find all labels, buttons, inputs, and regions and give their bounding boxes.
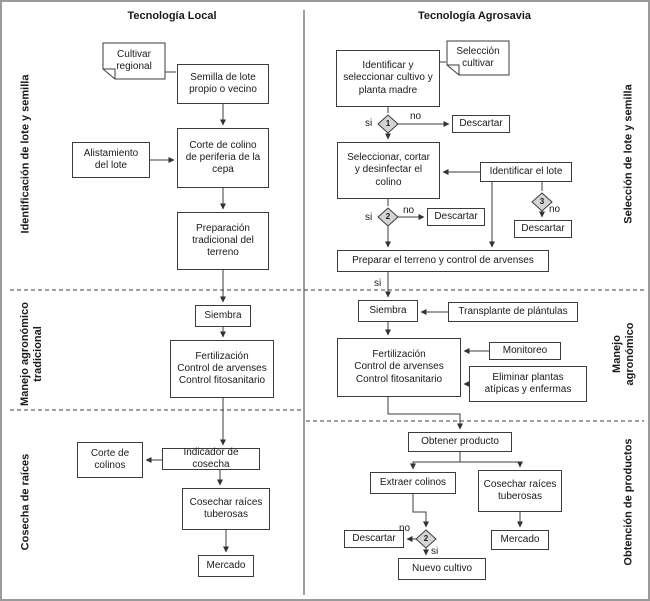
node-mercado-agrosavia: Mercado <box>491 530 549 550</box>
left-stage-label-bottom: Cosecha de raíces <box>19 453 32 551</box>
node-obtener-producto: Obtener producto <box>408 432 512 452</box>
node-alistamiento-lote: Alistamiento del lote <box>72 142 150 178</box>
left-stage-label-middle: Manejo agronómico tradicional <box>18 302 44 406</box>
node-fertilizacion-agrosavia: Fertilización Control de arvenses Contro… <box>337 338 461 397</box>
node-descartar-2: Descartar <box>427 208 485 226</box>
decision-diamond-2 <box>377 207 399 227</box>
node-preparar-terreno: Preparar el terreno y control de arvense… <box>337 250 549 272</box>
node-identificar-lote: Identificar el lote <box>480 162 572 182</box>
decision-number-2: 2 <box>385 212 391 221</box>
document-shape-icon <box>102 42 166 80</box>
node-descartar-1: Descartar <box>452 115 510 133</box>
node-corte-colino: Corte de colino de periferia de la cepa <box>177 128 269 188</box>
node-extraer-colinos: Extraer colinos <box>370 472 456 494</box>
node-descartar-4: Descartar <box>344 530 404 548</box>
doc-seleccion-cultivar-label: Selección cultivar <box>456 45 500 69</box>
left-stage-label-top: Identificación de lote y semilla <box>19 74 32 234</box>
decision-number-4: 2 <box>423 534 429 543</box>
decision-diamond-4 <box>415 529 437 549</box>
document-shape-icon <box>446 40 510 76</box>
node-seleccionar-desinfectar: Seleccionar, cortar y desinfectar el col… <box>337 142 440 199</box>
doc-cultivar-regional-label: Cultivar regional <box>116 48 152 72</box>
branch-label-si-preparar: si <box>374 278 382 289</box>
branch-label-no-3: no <box>549 204 561 215</box>
right-stage-label-middle: Manejo agronómico <box>610 322 636 386</box>
branch-label-no-4: no <box>399 523 411 534</box>
node-preparacion-terreno: Preparación tradicional del terreno <box>177 212 269 270</box>
right-stage-label-top: Selección de lote y semilla <box>622 84 635 224</box>
branch-label-si-1: si <box>365 118 373 129</box>
node-monitoreo: Monitoreo <box>489 342 561 360</box>
right-column-title: Tecnología Agrosavia <box>417 10 532 22</box>
branch-label-si-2: si <box>365 212 373 223</box>
node-cosechar-raices-agrosavia: Cosechar raíces tuberosas <box>478 470 562 512</box>
node-siembra-agrosavia: Siembra <box>358 300 418 322</box>
node-siembra-local: Siembra <box>195 305 251 327</box>
node-nuevo-cultivo: Nuevo cultivo <box>398 558 486 580</box>
decision-diamond-3 <box>531 192 553 212</box>
node-transplante-plantulas: Transplante de plántulas <box>448 302 578 322</box>
node-descartar-3: Descartar <box>514 220 572 238</box>
node-corte-colinos: Corte de colinos <box>77 442 143 478</box>
doc-cultivar-regional: Cultivar regional <box>102 42 166 80</box>
branch-label-no-2: no <box>403 205 415 216</box>
node-identificar-planta-madre: Identificar y seleccionar cultivo y plan… <box>336 50 440 107</box>
right-stage-label-bottom: Obtención de productos <box>622 438 635 566</box>
branch-label-si-4: si <box>431 546 439 557</box>
decision-number-3: 3 <box>539 197 545 206</box>
decision-diamond-1 <box>377 114 399 134</box>
node-eliminar-plantas: Eliminar plantas atípicas y enfermas <box>469 366 587 402</box>
node-mercado-local: Mercado <box>198 555 254 577</box>
node-semilla-lote: Semilla de lote propio o vecino <box>177 64 269 104</box>
node-fertilizacion-local: Fertilización Control de arvenses Contro… <box>170 340 274 398</box>
branch-label-no-1: no <box>410 111 422 122</box>
node-cosechar-raices-local: Cosechar raíces tuberosas <box>182 488 270 530</box>
node-indicador-cosecha: Indicador de cosecha <box>162 447 260 470</box>
left-column-title: Tecnología Local <box>127 10 217 22</box>
doc-seleccion-cultivar: Selección cultivar <box>446 40 510 76</box>
decision-number-1: 1 <box>385 119 391 128</box>
